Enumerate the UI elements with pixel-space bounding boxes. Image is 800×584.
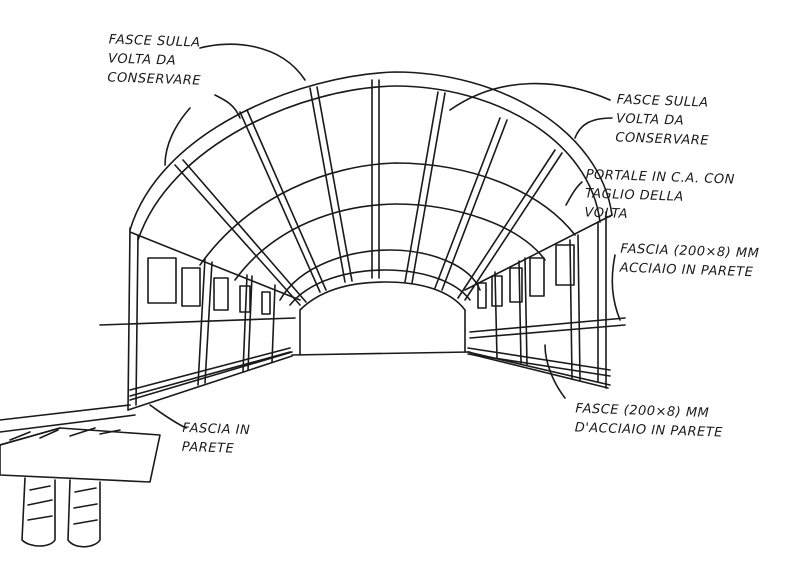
tunnel-floor-line (291, 351, 471, 356)
annotation-top-right: FASCE SULLA VOLTA DA CONSERVARE (615, 90, 711, 150)
foundation-pile (67, 479, 101, 548)
vault-band (457, 149, 556, 299)
left-wall-edge (135, 234, 139, 406)
vault-band (316, 86, 353, 282)
left-window (261, 291, 271, 315)
right-wall-strip (467, 347, 611, 371)
tunnel-end-opening (299, 281, 466, 356)
annotation-line: FASCIA IN (182, 420, 251, 439)
right-pilaster (494, 271, 498, 359)
left-pilaster (197, 257, 206, 386)
right-pilaster (577, 234, 581, 381)
vault-band (309, 87, 346, 283)
foundation-pile-hatch (27, 485, 98, 525)
left-window (213, 277, 229, 311)
vault-band (434, 117, 501, 289)
left-wall-edge (127, 227, 131, 411)
leader-top-right-2 (574, 117, 613, 139)
annotation-line: CONSERVARE (107, 70, 202, 89)
leader-top-left-3 (164, 107, 191, 166)
right-window (529, 257, 545, 297)
right-pilaster (518, 260, 522, 364)
annotation-portal: PORTALE IN C.A. CON TAGLIO DELLA VOLTA (584, 165, 735, 227)
right-wall-strip (469, 324, 626, 339)
left-pilaster (204, 261, 213, 384)
right-window (509, 267, 523, 303)
left-wall-strip (129, 351, 291, 397)
foundation-hatch (9, 427, 121, 441)
floor-line (469, 353, 609, 389)
foundation-slab (0, 427, 161, 483)
vault-band (411, 92, 446, 284)
foundation-ground (0, 404, 131, 421)
foundation-ground (0, 414, 136, 433)
annotation-wall-strip-right: FASCIA (200×8) mm ACCIAIO IN PARETE (619, 240, 759, 283)
far-vault-arch (279, 249, 481, 301)
annotation-wall-strip-left: FASCIA IN PARETE (181, 419, 250, 459)
annotation-line: CONSERVARE (615, 130, 710, 149)
floor-line (127, 355, 293, 411)
leader-wall-right (611, 254, 621, 321)
vault-band (182, 159, 307, 303)
right-wall-strip (469, 317, 626, 333)
right-pilaster (524, 257, 528, 366)
leader-wall-left (149, 404, 187, 429)
left-wall-strip (99, 317, 296, 326)
leader-portal (565, 181, 583, 206)
right-window (477, 282, 487, 309)
right-pilaster (569, 239, 573, 379)
leader-top-left (199, 43, 306, 81)
annotation-wall-strips-bottom: FASCE (200×8) MM D'ACCIAIO IN PARETE (574, 399, 723, 442)
left-pilaster (247, 275, 253, 371)
annotation-top-left: FASCE SULLA VOLTA DA CONSERVARE (107, 30, 203, 90)
mid-vault-arch (199, 162, 576, 266)
foundation-slab-top (0, 427, 61, 446)
vault-band (246, 109, 327, 291)
foundation-pile (21, 477, 56, 547)
right-wall-strip (467, 353, 611, 377)
far-vault-arch-2 (289, 269, 471, 306)
leader-wall-bottom (544, 344, 566, 399)
vault-band (464, 152, 563, 301)
outer-vault-arch-inner (137, 85, 601, 241)
left-pilaster (271, 284, 276, 363)
vault-band (239, 111, 321, 293)
right-window (555, 244, 575, 286)
right-window (491, 275, 503, 307)
vault-band (441, 119, 508, 291)
left-window (147, 257, 177, 304)
leader-top-right (449, 82, 611, 111)
left-wall-top (129, 231, 301, 301)
inner-vault-arch (234, 203, 546, 281)
left-pilaster (242, 274, 248, 373)
vault-band (404, 91, 439, 283)
right-wall-top (464, 214, 613, 291)
vault-band (174, 164, 301, 306)
left-wall-bottom (129, 351, 293, 401)
annotation-line: PARETE (181, 439, 235, 457)
leader-top-left-2 (214, 94, 241, 119)
left-window (181, 267, 201, 307)
outer-vault-arch (129, 71, 613, 231)
left-wall-strip (129, 347, 291, 391)
